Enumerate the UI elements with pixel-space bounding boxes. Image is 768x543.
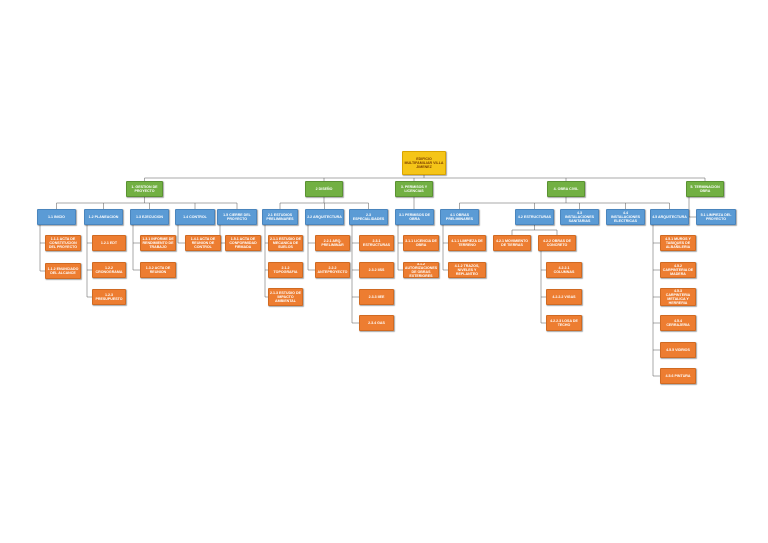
- wbs-node-1-2-3: 1.2.3 PRESUPUESTO: [92, 289, 126, 305]
- wbs-node-4-1-obras-preliminares: 4.1 OBRAS PRELIMINARES: [440, 209, 479, 225]
- wbs-node-3-1-1: 3.1.1 LICENCIA DE OBRA: [403, 235, 439, 251]
- wbs-node-3-permisos-y-licencias: 3. PERMISOS Y LICENCIAS: [395, 181, 433, 197]
- wbs-node-4-2-2-2: 4.2.2.2 VIGAS: [546, 289, 582, 305]
- wbs-node-2-1-2: 2.1.2 TOPOGRAFIA: [268, 262, 303, 278]
- wbs-node-1-3-ejecucion: 1.3 EJECUCION: [130, 209, 169, 225]
- wbs-node-1-5-cierre: 1.5 CIERRE DEL PROYECTO: [217, 209, 257, 225]
- wbs-node-2-1-3: 2.1.3 ESTUDIO DE IMPACTO AMBIENTAL: [268, 288, 303, 306]
- wbs-node-2-2-1: 2.2.1 ARQ. PRELIMINAR: [315, 235, 350, 251]
- wbs-node-4-5-3: 4.5.3 CARPINTERIA METALICA Y HERRERIA: [660, 288, 696, 306]
- wbs-node-4-5-arquitectura: 4.5 ARQUITECTURA: [650, 209, 689, 225]
- wbs-node-1-4-control: 1.4 CONTROL: [175, 209, 215, 225]
- wbs-node-root: EDIFICIO MULTIFAMILIAR VILLA JIMENEZ: [402, 151, 446, 175]
- wbs-node-2-3-2: 2.3.2 IISS: [359, 262, 394, 278]
- wbs-node-2-3-3: 2.3.3 IIEE: [359, 289, 394, 305]
- wbs-node-1-3-1: 1.3.1 INFORME DE RENDIMIENTO DE TRABAJO: [140, 235, 176, 251]
- wbs-node-1-1-2: 1.1.2 ENUNCIADO DEL ALCANCE: [45, 263, 81, 279]
- wbs-node-4-2-1: 4.2.1 MOVIMIENTO DE TIERRAS: [493, 235, 531, 251]
- wbs-node-4-5-5: 4.5.5 VIDRIOS: [660, 342, 696, 358]
- wbs-node-2-3-1: 2.3.1 ESTRUCTURAS: [359, 235, 394, 251]
- wbs-node-4-2-estructuras: 4.2 ESTRUCTURAS: [515, 209, 554, 225]
- wbs-node-1-gestion-de-proyecto: 1. GESTION DE PROYECTO: [126, 181, 163, 197]
- wbs-node-2-1-1: 2.1.1 ESTUDIO DE MECANICA DE SUELOS: [268, 235, 303, 251]
- wbs-node-1-4-1: 1.4.1 ACTA DE REUNION DE CONTROL: [185, 235, 221, 251]
- wbs-node-4-2-2: 4.2.2 OBRAS DE CONCRETO: [538, 235, 576, 251]
- wbs-node-4-obra-civil: 4. OBRA CIVIL: [547, 181, 585, 197]
- wbs-node-4-3-instalaciones-sanitarias: 4.3 INSTALACIONES SANITARIAS: [560, 209, 599, 225]
- wbs-node-4-5-2: 4.5.2 CARPINTERIA DE MADERA: [660, 262, 696, 278]
- wbs-node-1-1-inicio: 1.1 INICIO: [37, 209, 76, 225]
- wbs-node-4-2-2-1: 4.2.2.1 COLUMNAS: [546, 262, 582, 278]
- wbs-node-4-1-2: 4.1.2 TRAZOS, NIVELES Y REPLANTEO: [448, 262, 486, 278]
- wbs-node-1-3-2: 1.3.2 ACTA DE REUNION: [140, 262, 176, 278]
- wbs-node-5-1-limpieza: 5.1 LIMPIEZA DEL PROYECTO: [696, 209, 736, 225]
- wbs-node-4-4-instalaciones-electricas: 4.4 INSTALACIONES ELECTRICAS: [606, 209, 645, 225]
- wbs-node-4-5-1: 4.5.1 MUROS Y TABIQUES DE ALBAÑILERIA: [660, 235, 696, 251]
- wbs-node-4-5-6: 4.5.6 PINTURA: [660, 368, 696, 384]
- wbs-node-1-2-planeacion: 1.2 PLANEACION: [84, 209, 123, 225]
- wbs-node-5-terminacion-obra: 5. TERMINACION OBRA: [686, 181, 724, 197]
- wbs-node-1-2-2: 1.2.2 CRONOGRAMA: [92, 262, 126, 278]
- wbs-node-4-2-2-3: 4.2.2.3 LOSA DE TECHO: [546, 315, 582, 331]
- wbs-node-4-5-4: 4.5.4 CERRAJERIA: [660, 315, 696, 331]
- wbs-node-2-1-estudios-preliminares: 2.1 ESTUDIOS PRELIMINARES: [262, 209, 298, 225]
- wbs-node-2-diseno: 2 DISEÑO: [305, 181, 343, 197]
- wbs-node-4-1-1: 4.1.1 LIMPIEZA DE TERRENO: [448, 235, 486, 251]
- wbs-node-2-2-arquitectura: 2.2 ARQUITECTURA: [305, 209, 344, 225]
- wbs-node-1-5-1: 1.5.1 ACTA DE CONFORMIDAD FIRMADA: [225, 235, 261, 251]
- wbs-node-1-1-1: 1.1.1 ACTA DE CONSTITUCION DEL PROYECTO: [45, 235, 81, 251]
- wbs-node-3-1-2: 3.1.2 AUTORIZACIONES DE OBRAS EXTERIORES: [403, 262, 439, 278]
- wbs-node-2-3-especialidades: 2.3 ESPECIALIDADES: [349, 209, 388, 225]
- wbs-node-2-2-2: 2.2.2 ANTEPROYECTO: [315, 262, 350, 278]
- wbs-node-1-2-1: 1.2.1 EDT: [92, 235, 126, 251]
- wbs-node-3-1-permisos-de-obra: 3.1 PERMISOS DE OBRA: [395, 209, 434, 225]
- wbs-node-2-3-4: 2.3.4 GAS: [359, 315, 394, 331]
